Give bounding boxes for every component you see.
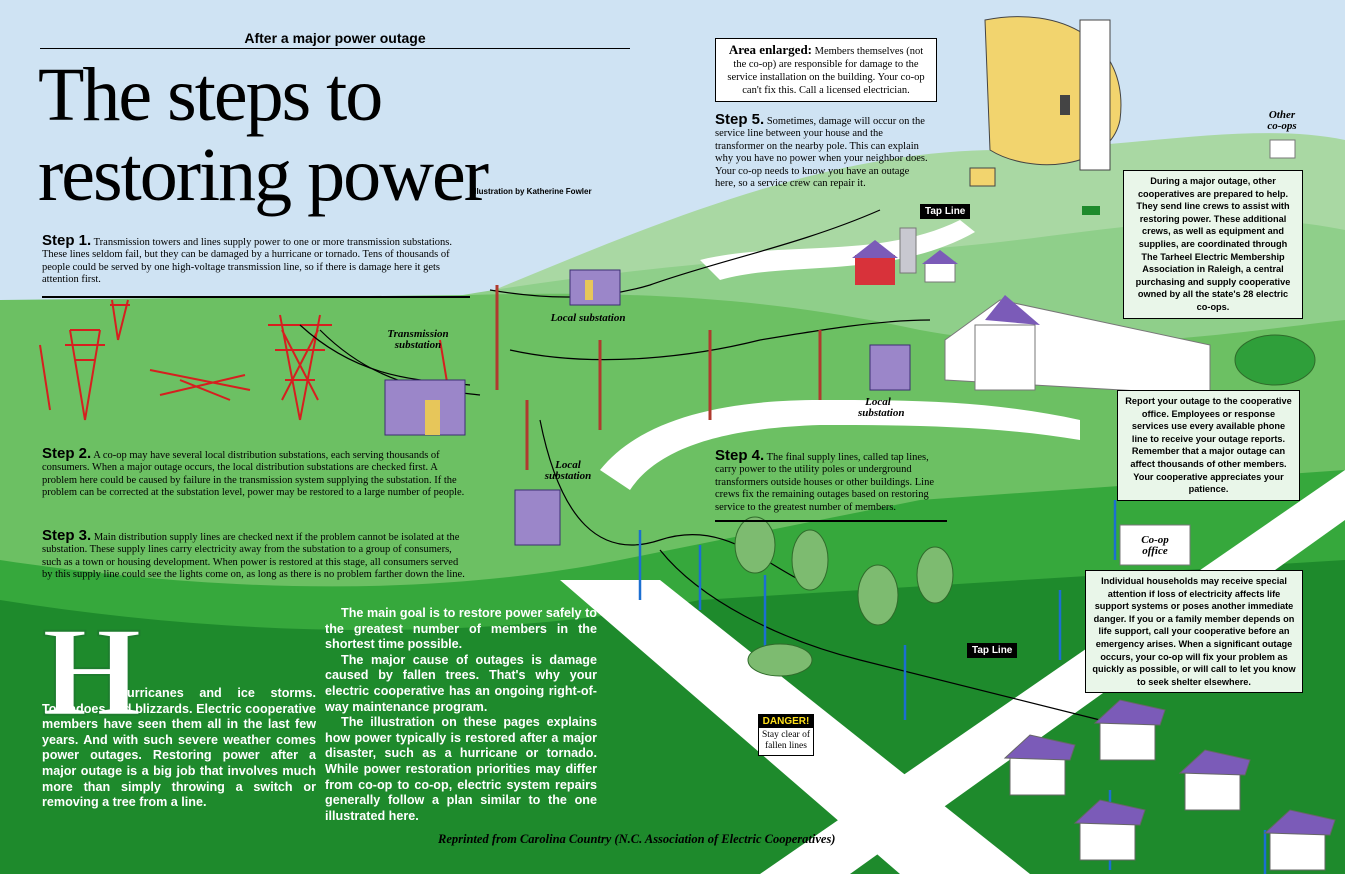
danger-sign: DANGER! Stay clear of fallen lines xyxy=(758,714,814,756)
step-4-rule xyxy=(715,520,947,522)
intro-paragraph-1: The main goal is to restore power safely… xyxy=(325,606,597,652)
label-local-substation-right: Local substation xyxy=(858,396,905,419)
step-3-text: Main distribution supply lines are check… xyxy=(42,532,465,581)
intro-dropcap: H xyxy=(41,601,143,743)
step-2: Step 2. A co-op may have several local d… xyxy=(42,445,470,500)
note-report-outage: Report your outage to the cooperative of… xyxy=(1117,390,1300,501)
intro-paragraph-2: The major cause of outages is damage cau… xyxy=(325,652,597,714)
danger-text: Stay clear of fallen lines xyxy=(761,730,810,751)
reprint-footer: Reprinted from Carolina Country (N.C. As… xyxy=(438,832,836,846)
step-1: Step 1. Transmission towers and lines su… xyxy=(42,232,470,287)
label-transmission-substation: Transmission substation xyxy=(387,328,449,351)
label-local-substation-left: Local substation xyxy=(544,459,592,482)
step-5: Step 5. Sometimes, damage will occur on … xyxy=(715,111,930,190)
title-line-1: The steps to xyxy=(38,53,383,137)
label-other-coops: Other co-ops xyxy=(1267,109,1297,132)
step-5-text: Sometimes, damage will occur on the serv… xyxy=(715,116,928,190)
step-4: Step 4. The final supply lines, called t… xyxy=(715,447,947,514)
step-2-text: A co-op may have several local distribut… xyxy=(42,450,465,499)
illustration-credit: Illustration by Katherine Fowler xyxy=(472,187,592,196)
area-enlarged-label: Area enlarged: xyxy=(728,42,813,57)
label-coop-office: Co-op office xyxy=(1141,534,1169,557)
area-enlarged-text: Members themselves (not the co-op) are r… xyxy=(727,46,925,96)
step-5-label: Step 5. xyxy=(715,111,765,128)
step-4-label: Step 4. xyxy=(715,447,765,464)
step-2-label: Step 2. xyxy=(42,445,92,462)
step-3: Step 3. Main distribution supply lines a… xyxy=(42,527,470,582)
title-line-2: restoring power xyxy=(38,133,489,217)
note-households: Individual households may receive specia… xyxy=(1085,570,1303,694)
tap-line-label-top: Tap Line xyxy=(920,204,971,219)
danger-title: DANGER! xyxy=(759,715,813,728)
intro-paragraph-3: The illustration on these pages explains… xyxy=(325,715,597,823)
intro-column-1: urricanes and ice storms. Tornadoes and … xyxy=(42,686,316,810)
step-1-rule xyxy=(42,296,470,298)
intro-column-2: The main goal is to restore power safely… xyxy=(325,606,597,824)
note-other-coops: During a major outage, other cooperative… xyxy=(1123,170,1303,319)
label-local-substation-top: Local substation xyxy=(550,312,626,324)
article-kicker: After a major power outage xyxy=(40,30,630,49)
tap-line-label-bottom: Tap Line xyxy=(967,643,1018,658)
area-enlarged-box: Area enlarged: Members themselves (not t… xyxy=(715,38,937,102)
page-title: The steps to restoring power xyxy=(38,53,489,217)
step-1-text: Transmission towers and lines supply pow… xyxy=(42,237,452,286)
step-1-label: Step 1. xyxy=(42,232,92,249)
step-3-label: Step 3. xyxy=(42,527,92,544)
step-4-text: The final supply lines, called tap lines… xyxy=(715,452,935,513)
